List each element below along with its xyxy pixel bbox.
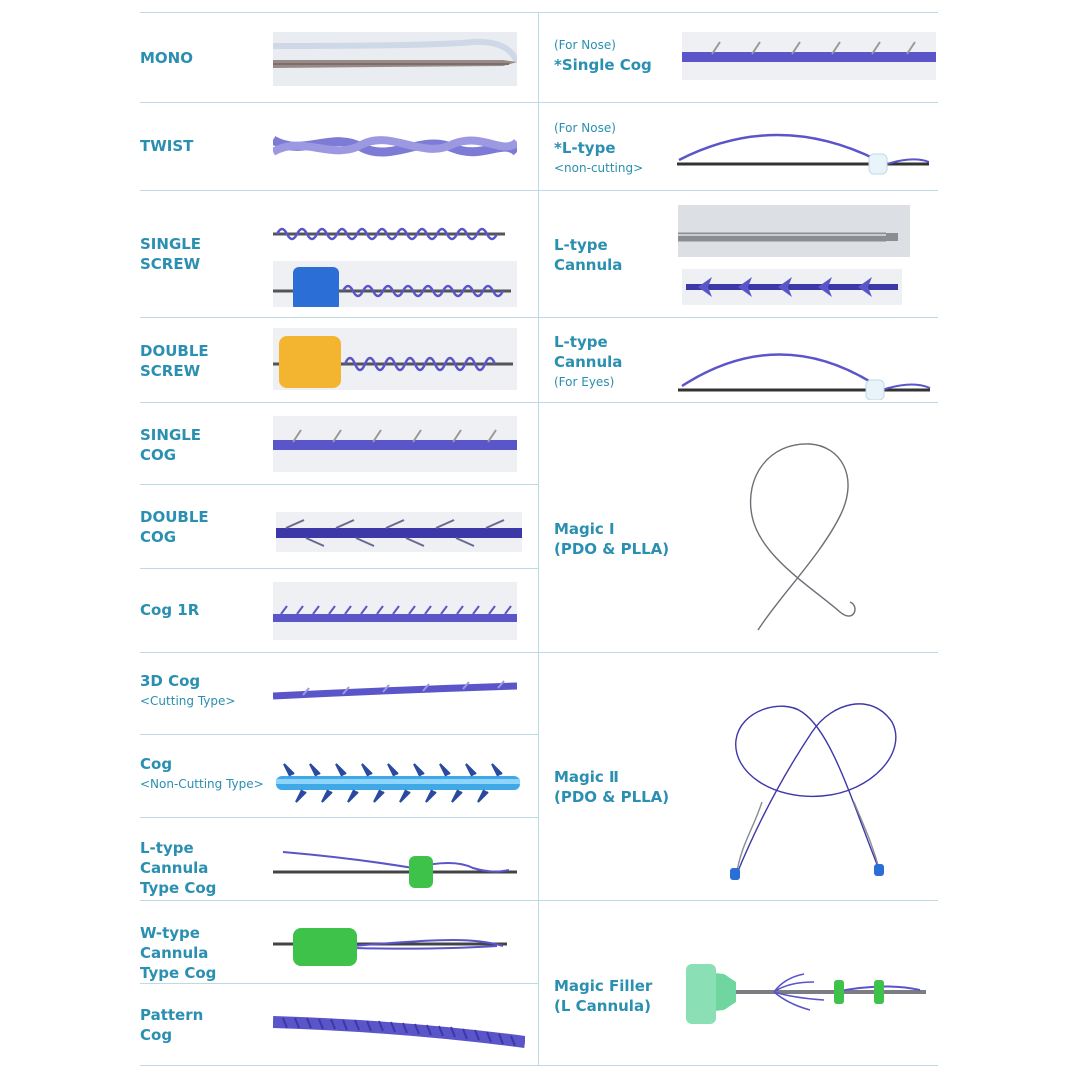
label-line: L-type (140, 839, 194, 857)
label-magic-filler: Magic Filler (L Cannula) (554, 976, 652, 1016)
label-line: Cannula (140, 859, 209, 877)
label-line: Magic Ⅱ (554, 768, 619, 786)
nose-l-type-icon (677, 120, 933, 180)
label-line: 3D Cog (140, 672, 201, 690)
label-magic-1: Magic Ⅰ (PDO & PLLA) (554, 519, 669, 559)
label-line: (L Cannula) (554, 997, 651, 1015)
divider (140, 817, 538, 818)
label-line: SINGLE (140, 426, 202, 444)
cog-noncutting-thread-icon (276, 760, 520, 806)
w-cannula-cog-icon (273, 918, 517, 976)
label-l-cannula-cog: L-type Cannula Type Cog (140, 838, 216, 898)
divider (140, 734, 538, 735)
divider (140, 102, 538, 103)
label-line: DOUBLE (140, 508, 209, 526)
divider (140, 568, 538, 569)
divider (140, 652, 938, 653)
label-sub: <Non-Cutting Type> (140, 777, 264, 791)
label-single-cog: SINGLE COG (140, 425, 201, 465)
label-line: *L-type (554, 139, 616, 157)
label-line: Type Cog (140, 879, 217, 897)
label-line: Cannula (554, 353, 623, 371)
label-magic-2: Magic Ⅱ (PDO & PLLA) (554, 767, 669, 807)
divider (140, 1065, 938, 1066)
label-pattern-cog: Pattern Cog (140, 1005, 203, 1045)
cog-1r-thread-icon (273, 582, 517, 640)
label-pre: (For Nose) (554, 121, 616, 135)
label-single-screw: SINGLE SCREW (140, 234, 201, 274)
label-line: L-type (554, 236, 608, 254)
label-l-type-cannula: L-type Cannula (554, 235, 622, 275)
divider (140, 484, 538, 485)
label-l-type-cannula-eyes: L-type Cannula (For Eyes) (554, 332, 622, 392)
label-line: W-type (140, 924, 200, 942)
label-line: Cog (140, 1026, 173, 1044)
label-line: COG (140, 528, 177, 546)
divider (140, 983, 538, 984)
label-w-cannula-cog: W-type Cannula Type Cog (140, 923, 216, 983)
label-line: DOUBLE (140, 342, 209, 360)
3d-cog-thread-icon (273, 680, 517, 704)
product-catalog: MONO TWIST SINGLE SCREW DOUBLE SCREW SIN… (140, 12, 938, 1066)
magic-1-thread-icon (740, 436, 870, 634)
divider (140, 12, 938, 13)
label-sub: <Cutting Type> (140, 694, 236, 708)
label-line: *Single Cog (554, 56, 652, 74)
label-line: Cog (140, 755, 173, 773)
label-line: COG (140, 446, 177, 464)
single-cog-thread-icon (273, 416, 517, 472)
label-line: (PDO & PLLA) (554, 540, 670, 558)
twist-thread-icon (273, 130, 517, 164)
magic-filler-icon (684, 952, 928, 1032)
label-line: Magic Ⅰ (554, 520, 615, 538)
magic-2-thread-icon (722, 692, 900, 884)
label-line: Cog 1R (140, 601, 200, 619)
mono-thread-icon (273, 32, 517, 86)
label-line: L-type (554, 333, 608, 351)
label-twist: TWIST (140, 136, 193, 156)
label-line: SCREW (140, 255, 201, 273)
single-screw-thread-icon (273, 217, 517, 307)
label-line: SCREW (140, 362, 201, 380)
pattern-cog-thread-icon (273, 1012, 525, 1052)
label-nose-l-type: (For Nose) *L-type <non-cutting> (554, 118, 643, 178)
label-line: TWIST (140, 137, 194, 155)
label-line: Cannula (554, 256, 623, 274)
divider (538, 102, 938, 103)
label-double-cog: DOUBLE COG (140, 507, 209, 547)
label-line: MONO (140, 49, 193, 67)
double-screw-thread-icon (273, 328, 517, 390)
label-line: Type Cog (140, 964, 217, 982)
label-3d-cog: 3D Cog <Cutting Type> (140, 671, 235, 711)
divider (140, 190, 938, 191)
label-double-screw: DOUBLE SCREW (140, 341, 209, 381)
divider (140, 402, 938, 403)
divider (140, 317, 938, 318)
double-cog-thread-icon (276, 512, 522, 552)
column-divider (538, 12, 539, 1066)
label-line: Pattern (140, 1006, 204, 1024)
label-line: Cannula (140, 944, 209, 962)
label-line: (PDO & PLLA) (554, 788, 670, 806)
l-cannula-cog-icon (273, 838, 517, 896)
label-line: SINGLE (140, 235, 202, 253)
divider (140, 900, 938, 901)
label-pre: (For Nose) (554, 38, 616, 52)
label-mono: MONO (140, 48, 193, 68)
label-nose-single-cog: (For Nose) *Single Cog (554, 35, 652, 75)
label-line: Magic Filler (554, 977, 653, 995)
nose-single-cog-icon (682, 32, 936, 80)
label-sub: (For Eyes) (554, 375, 615, 389)
l-type-cannula-icon (678, 205, 910, 305)
label-sub: <non-cutting> (554, 161, 644, 175)
l-type-cannula-eyes-icon (678, 338, 934, 400)
label-cog-noncutting: Cog <Non-Cutting Type> (140, 754, 264, 794)
label-cog-1r: Cog 1R (140, 600, 199, 620)
